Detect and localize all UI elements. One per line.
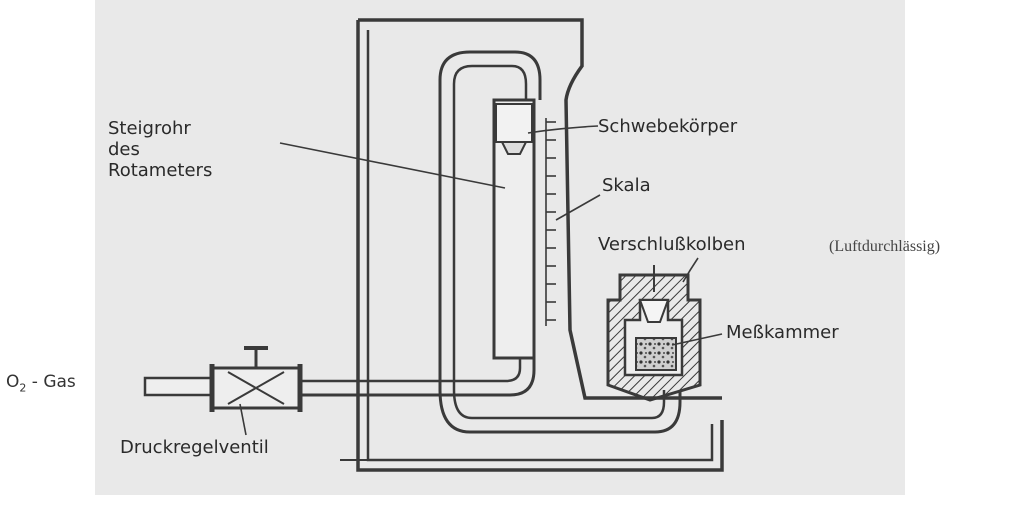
label-druckregelventil: Druckregelventil (120, 437, 269, 458)
label-steigrohr-line1: Steigrohr (108, 118, 191, 139)
chamber-assembly (606, 265, 702, 402)
label-verschlusskolben: Verschlußkolben (598, 234, 746, 255)
scale-ticks (545, 118, 556, 326)
pipe-lower-outer (438, 389, 682, 434)
label-steigrohr: Steigrohr des Rotameters (108, 118, 212, 181)
gas-subscript: 2 (19, 381, 27, 395)
leader-lines (239, 125, 723, 436)
pipe-lower-inner (452, 389, 666, 420)
valve-drawing (209, 346, 303, 412)
housing-inner (366, 30, 714, 462)
label-schwebekoerper: Schwebekörper (598, 116, 738, 137)
pipe-rise-outer (300, 358, 536, 397)
label-luftdurchlaessig: (Luftdurchlässig) (829, 238, 941, 255)
label-messkammer: Meßkammer (726, 322, 839, 343)
label-steigrohr-line3: Rotameters (108, 160, 213, 181)
label-o2-gas: O2 - Gas (6, 372, 76, 398)
u-tube-outer (438, 50, 542, 390)
gas-symbol: O (6, 372, 20, 392)
label-steigrohr-line2: des (108, 139, 140, 160)
pipe-rise-inner (300, 358, 522, 383)
inlet-pipe (143, 376, 215, 397)
u-tube-inner (452, 64, 528, 390)
float-cone (500, 141, 528, 155)
label-skala: Skala (602, 175, 651, 196)
float-body (495, 103, 533, 143)
housing-outline (356, 18, 724, 472)
gas-suffix: - Gas (26, 372, 76, 392)
